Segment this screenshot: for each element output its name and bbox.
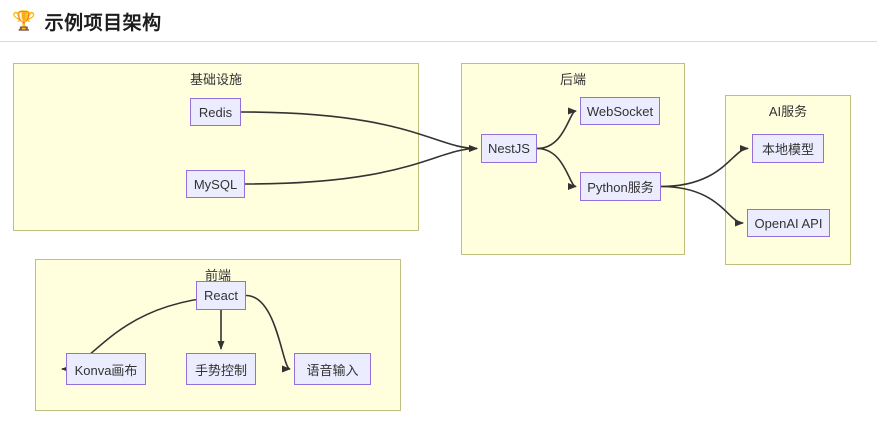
- node-mysql[interactable]: MySQL: [186, 170, 245, 198]
- header-divider: [0, 41, 877, 42]
- cluster-label-infrastructure: 基础设施: [189, 72, 242, 87]
- node-nestjs[interactable]: NestJS: [481, 134, 537, 163]
- cluster-ai-services: AI服务: [725, 95, 851, 265]
- trophy-icon: 🏆: [12, 10, 36, 32]
- node-python[interactable]: Python服务: [580, 172, 661, 201]
- node-local-model[interactable]: 本地模型: [752, 134, 824, 163]
- node-konva[interactable]: Konva画布: [66, 353, 146, 385]
- node-gesture[interactable]: 手势控制: [186, 353, 256, 385]
- node-voice[interactable]: 语音输入: [294, 353, 371, 385]
- node-redis[interactable]: Redis: [190, 98, 241, 126]
- cluster-label-backend: 后端: [559, 72, 586, 87]
- cluster-infrastructure: 基础设施: [13, 63, 419, 231]
- node-websocket[interactable]: WebSocket: [580, 97, 660, 125]
- cluster-label-frontend: 前端: [204, 268, 231, 283]
- cluster-label-ai-services: AI服务: [768, 104, 808, 119]
- node-react[interactable]: React: [196, 281, 246, 310]
- page-title: 示例项目架构: [44, 12, 162, 34]
- node-openai-api[interactable]: OpenAI API: [747, 209, 830, 237]
- page-header: 🏆 示例项目架构: [12, 6, 162, 36]
